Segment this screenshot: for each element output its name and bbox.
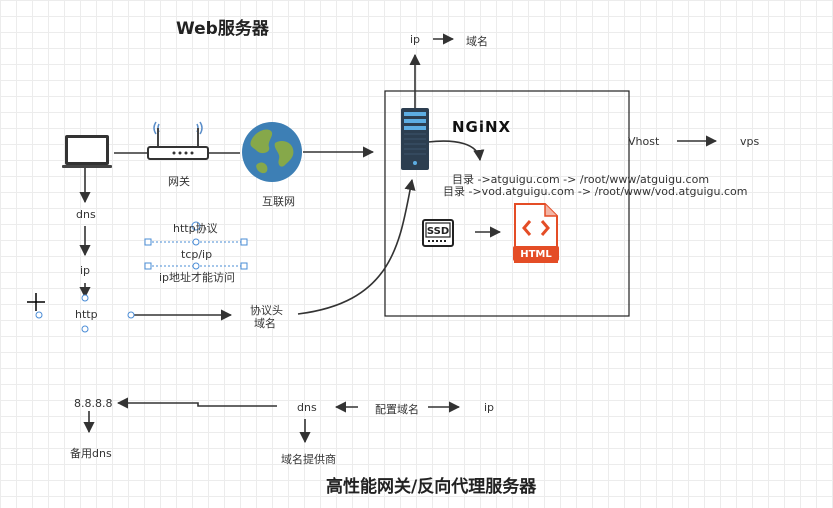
label-dns-left: dns xyxy=(76,208,96,221)
label-domain-top: 域名 xyxy=(466,35,488,48)
crosshair-cursor-icon xyxy=(27,293,45,311)
label-ip-access: ip地址才能访问 xyxy=(159,271,236,284)
arrow-header-server xyxy=(297,178,416,315)
label-ip-top: ip xyxy=(410,33,421,46)
label-backup-dns: 备用dns xyxy=(70,447,112,460)
arrow-server-dirs xyxy=(427,140,485,162)
title-gateway-proxy: 高性能网关/反向代理服务器 xyxy=(326,477,537,497)
label-dir-atguigu: 目录 ->atguigu.com -> /root/www/atguigu.co… xyxy=(452,173,710,186)
label-internet: 互联网 xyxy=(262,195,295,208)
svg-text:SSD: SSD xyxy=(427,226,449,237)
label-vps: vps xyxy=(740,135,760,148)
label-http-left: http xyxy=(75,308,98,321)
router-icon xyxy=(146,114,210,169)
html-file-icon: HTML xyxy=(513,202,559,269)
label-protocol-header: 协议头 xyxy=(250,304,283,317)
globe-icon xyxy=(241,121,303,188)
svg-text:HTML: HTML xyxy=(520,249,552,260)
selection-handles[interactable] xyxy=(35,221,248,333)
label-config-domain: 配置域名 xyxy=(375,403,419,416)
label-eights: 8.8.8.8 xyxy=(74,397,113,410)
label-ip-bottom: ip xyxy=(484,401,495,414)
title-web-server: Web服务器 xyxy=(176,19,269,39)
label-domain-name: 域名 xyxy=(254,317,276,330)
laptop-icon xyxy=(62,134,114,175)
nginx-logo: NGiNX xyxy=(452,118,512,136)
label-dir-vod: 目录 ->vod.atguigu.com -> /root/www/vod.at… xyxy=(443,185,748,198)
label-http-protocol: http协议 xyxy=(173,222,218,235)
label-tcp-ip: tcp/ip xyxy=(181,248,213,261)
label-gateway: 网关 xyxy=(168,175,190,188)
ssd-icon: SSD xyxy=(422,219,454,252)
arrow-dns-eights xyxy=(116,397,277,409)
web-server-box xyxy=(384,90,630,317)
label-dns-bottom: dns xyxy=(297,401,317,414)
label-ip-left: ip xyxy=(80,264,91,277)
label-domain-provider: 域名提供商 xyxy=(281,453,336,466)
label-vhost: Vhost xyxy=(628,135,660,148)
server-icon xyxy=(401,108,429,175)
